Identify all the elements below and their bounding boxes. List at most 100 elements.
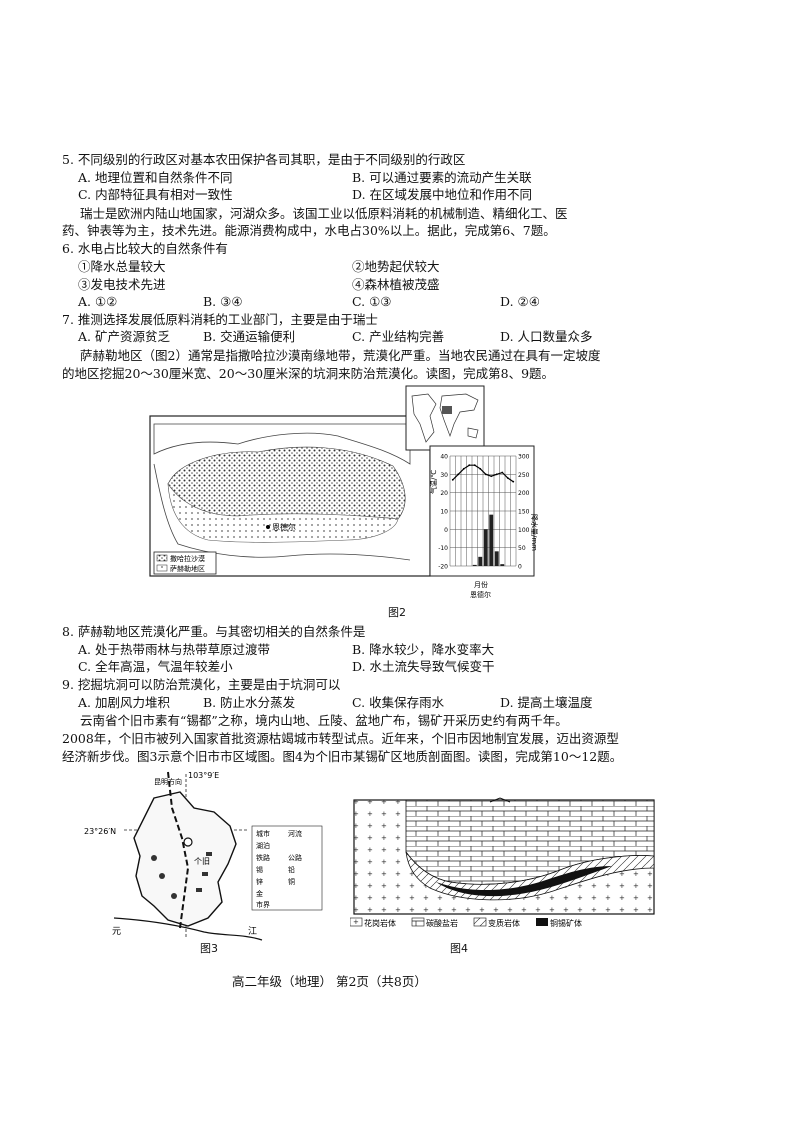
temperature-point (495, 473, 498, 476)
fig2-temp-axis-label: 气温/℃ (429, 470, 438, 494)
temperature-point (468, 464, 471, 467)
fig3-legend-tin: 锡 (256, 865, 263, 874)
fig3-legend-boundary: 市界 (256, 900, 270, 909)
climate-temp-tick: 20 (440, 490, 448, 497)
q7-option-c: C. 产业结构完善 (352, 329, 445, 344)
temperature-point (506, 477, 509, 479)
q9-option-c: C. 收集保存雨水 (352, 695, 445, 710)
fig3-legend-road: 公路 (288, 853, 302, 862)
fig2-mediterranean (153, 423, 411, 465)
temperature-point (457, 473, 460, 476)
fig3-kunming-direction: 昆明方向 (154, 777, 182, 786)
temperature-point (479, 467, 482, 470)
q7-stem: 7. 推测选择发展低原料消耗的工业部门，主要是由于瑞士 (62, 312, 378, 327)
q6-option-a: A. ①② (78, 294, 118, 309)
q6-option-c: C. ①③ (352, 294, 392, 309)
q5-option-d: D. 在区域发展中地位和作用不同 (352, 187, 533, 202)
q6-item-1: ①降水总量较大 (78, 259, 166, 274)
q6-stem: 6. 水电占比较大的自然条件有 (62, 241, 228, 256)
fig3-yuan-river (113, 917, 263, 941)
precip-bar (500, 564, 505, 566)
precip-bar (478, 556, 483, 566)
fig2-legend-sahara: 撒哈拉沙漠 (170, 554, 205, 563)
q6-option-b: B. ③④ (203, 294, 243, 309)
precip-bar (483, 529, 488, 566)
climate-precip-tick: 300 (518, 454, 530, 461)
sahel-intro-line1: 萨赫勒地区（图2）通常是指撒哈拉沙漠南缘地带，荒漠化严重。当地农民通过在具有一定… (80, 348, 601, 363)
q5-stem: 5. 不同级别的行政区对基本农田保护各司其职，是由于不同级别的行政区 (62, 152, 466, 167)
q9-option-b: B. 防止水分蒸发 (203, 695, 296, 710)
q9-stem: 9. 挖掘坑洞可以防治荒漠化，主要是由于坑洞可以 (62, 677, 341, 692)
climate-precip-tick: 50 (518, 545, 526, 552)
fig2-legend (153, 551, 217, 575)
q5-option-a: A. 地理位置和自然条件不同 (78, 170, 233, 185)
fig3-city-marker (183, 837, 193, 847)
gejiu-intro-line3: 经济新步伐。图3示意个旧市市区域图。图4为个旧市某锡矿区地质剖面图。读图，完成第… (62, 749, 623, 764)
climate-precip-tick: 0 (518, 564, 522, 571)
fig2-precip-axis-label: 降水量/mm (530, 514, 539, 551)
fig3-caption: 图3 (200, 942, 218, 955)
q8-option-c: C. 全年高温，气温年较差小 (78, 659, 233, 674)
q5-option-c: C. 内部特征具有相对一致性 (78, 187, 233, 202)
temperature-point (451, 478, 454, 481)
fig3-river-yuan: 元 (112, 927, 121, 937)
gejiu-intro-line1: 云南省个旧市素有“锡都”之称，境内山地、丘陵、盆地广布，锡矿开采历史约有两千年。 (80, 713, 568, 728)
temperature-point (512, 480, 515, 483)
q5-option-b: B. 可以通过要素的流动产生关联 (352, 170, 532, 185)
fig3-legend-gold: 金 (256, 889, 263, 898)
temperature-point (501, 471, 504, 474)
q7-option-d: D. 人口数量众多 (500, 329, 593, 344)
temperature-line (452, 464, 514, 483)
q6-option-d: D. ②④ (500, 294, 540, 309)
swiss-intro-line2: 药、钟表等为主，技术先进。能源消费构成中，水电占30%以上。据此，完成第6、7题… (62, 223, 556, 238)
fig2-legend-sahel: 萨赫勒地区 (170, 564, 205, 573)
fig3-railway (167, 771, 190, 929)
q9-option-d: D. 提高土壤温度 (500, 695, 593, 710)
fig3-legend-lake: 湖泊 (256, 841, 270, 850)
q7-option-a: A. 矿产资源贫乏 (78, 329, 170, 344)
fig3-legend-copper: 铜 (288, 877, 295, 886)
fig4-legend-carbonate: 碳酸盐岩 (426, 918, 458, 928)
climate-precip-tick: 200 (518, 490, 530, 497)
figure-4: + 花岗岩体 碳酸盐岩 变质岩体 铜锡矿体 (350, 797, 655, 928)
q8-stem: 8. 萨赫勒地区荒漠化严重。与其密切相关的自然条件是 (62, 624, 366, 639)
fig2-city-label: 恩德尔 (272, 522, 296, 532)
sahel-intro-line2: 的地区挖掘20～30厘米宽、20～30厘米深的坑洞来防治荒漠化。读图，完成第8、… (62, 366, 555, 381)
climate-temp-tick: -10 (438, 545, 448, 552)
climate-precip-tick: 150 (518, 509, 530, 516)
fig4-metamorphic-layer (405, 851, 655, 901)
temperature-point (473, 464, 476, 467)
q8-option-b: B. 降水较少，降水变率大 (352, 642, 495, 657)
precip-bar (489, 514, 494, 566)
climate-temp-tick: 10 (440, 509, 448, 516)
q9-option-a: A. 加剧风力堆积 (78, 695, 170, 710)
fig3-legend-zinc: 锌 (256, 877, 263, 886)
fig4-caption: 图4 (450, 942, 468, 955)
swiss-intro-line1: 瑞士是欧洲内陆山地国家，河湖众多。该国工业以低原料消耗的机械制造、精细化工、医 (80, 206, 568, 221)
fig3-latitude: 23°26′N (84, 827, 116, 836)
climate-precip-tick: 100 (518, 527, 530, 534)
q8-option-a: A. 处于热带雨林与热带草原过渡带 (78, 642, 270, 657)
fig3-legend-lead: 铅 (288, 865, 295, 874)
fig4-legend-granite: 花岗岩体 (364, 918, 396, 928)
temperature-point (462, 467, 465, 470)
fig2-month-label: 月份 (474, 580, 488, 589)
fig2-caption: 图2 (388, 606, 406, 619)
fig3-legend (251, 825, 323, 911)
climate-temp-tick: 40 (440, 454, 448, 461)
climate-temp-tick: -20 (438, 564, 448, 571)
precip-bar (494, 551, 499, 566)
q8-option-d: D. 水土流失导致气候变干 (352, 659, 495, 674)
gejiu-intro-line2: 2008年，个旧市被列入国家首批资源枯竭城市转型试点。近年来，个旧市因地制宜发展… (62, 731, 619, 746)
climate-temp-tick: 30 (440, 472, 448, 479)
fig3-city-label: 个旧 (194, 857, 210, 866)
fig3-city-boundary (133, 791, 237, 927)
fig2-city-dot (266, 525, 270, 529)
fig3-river-jiang: 江 (248, 926, 257, 937)
q6-item-4: ④森林植被茂盛 (352, 277, 440, 292)
q7-option-b: B. 交通运输便利 (203, 329, 296, 344)
fig4-legend-metamorphic: 变质岩体 (488, 918, 520, 928)
fig2-sahel-region (167, 482, 399, 543)
